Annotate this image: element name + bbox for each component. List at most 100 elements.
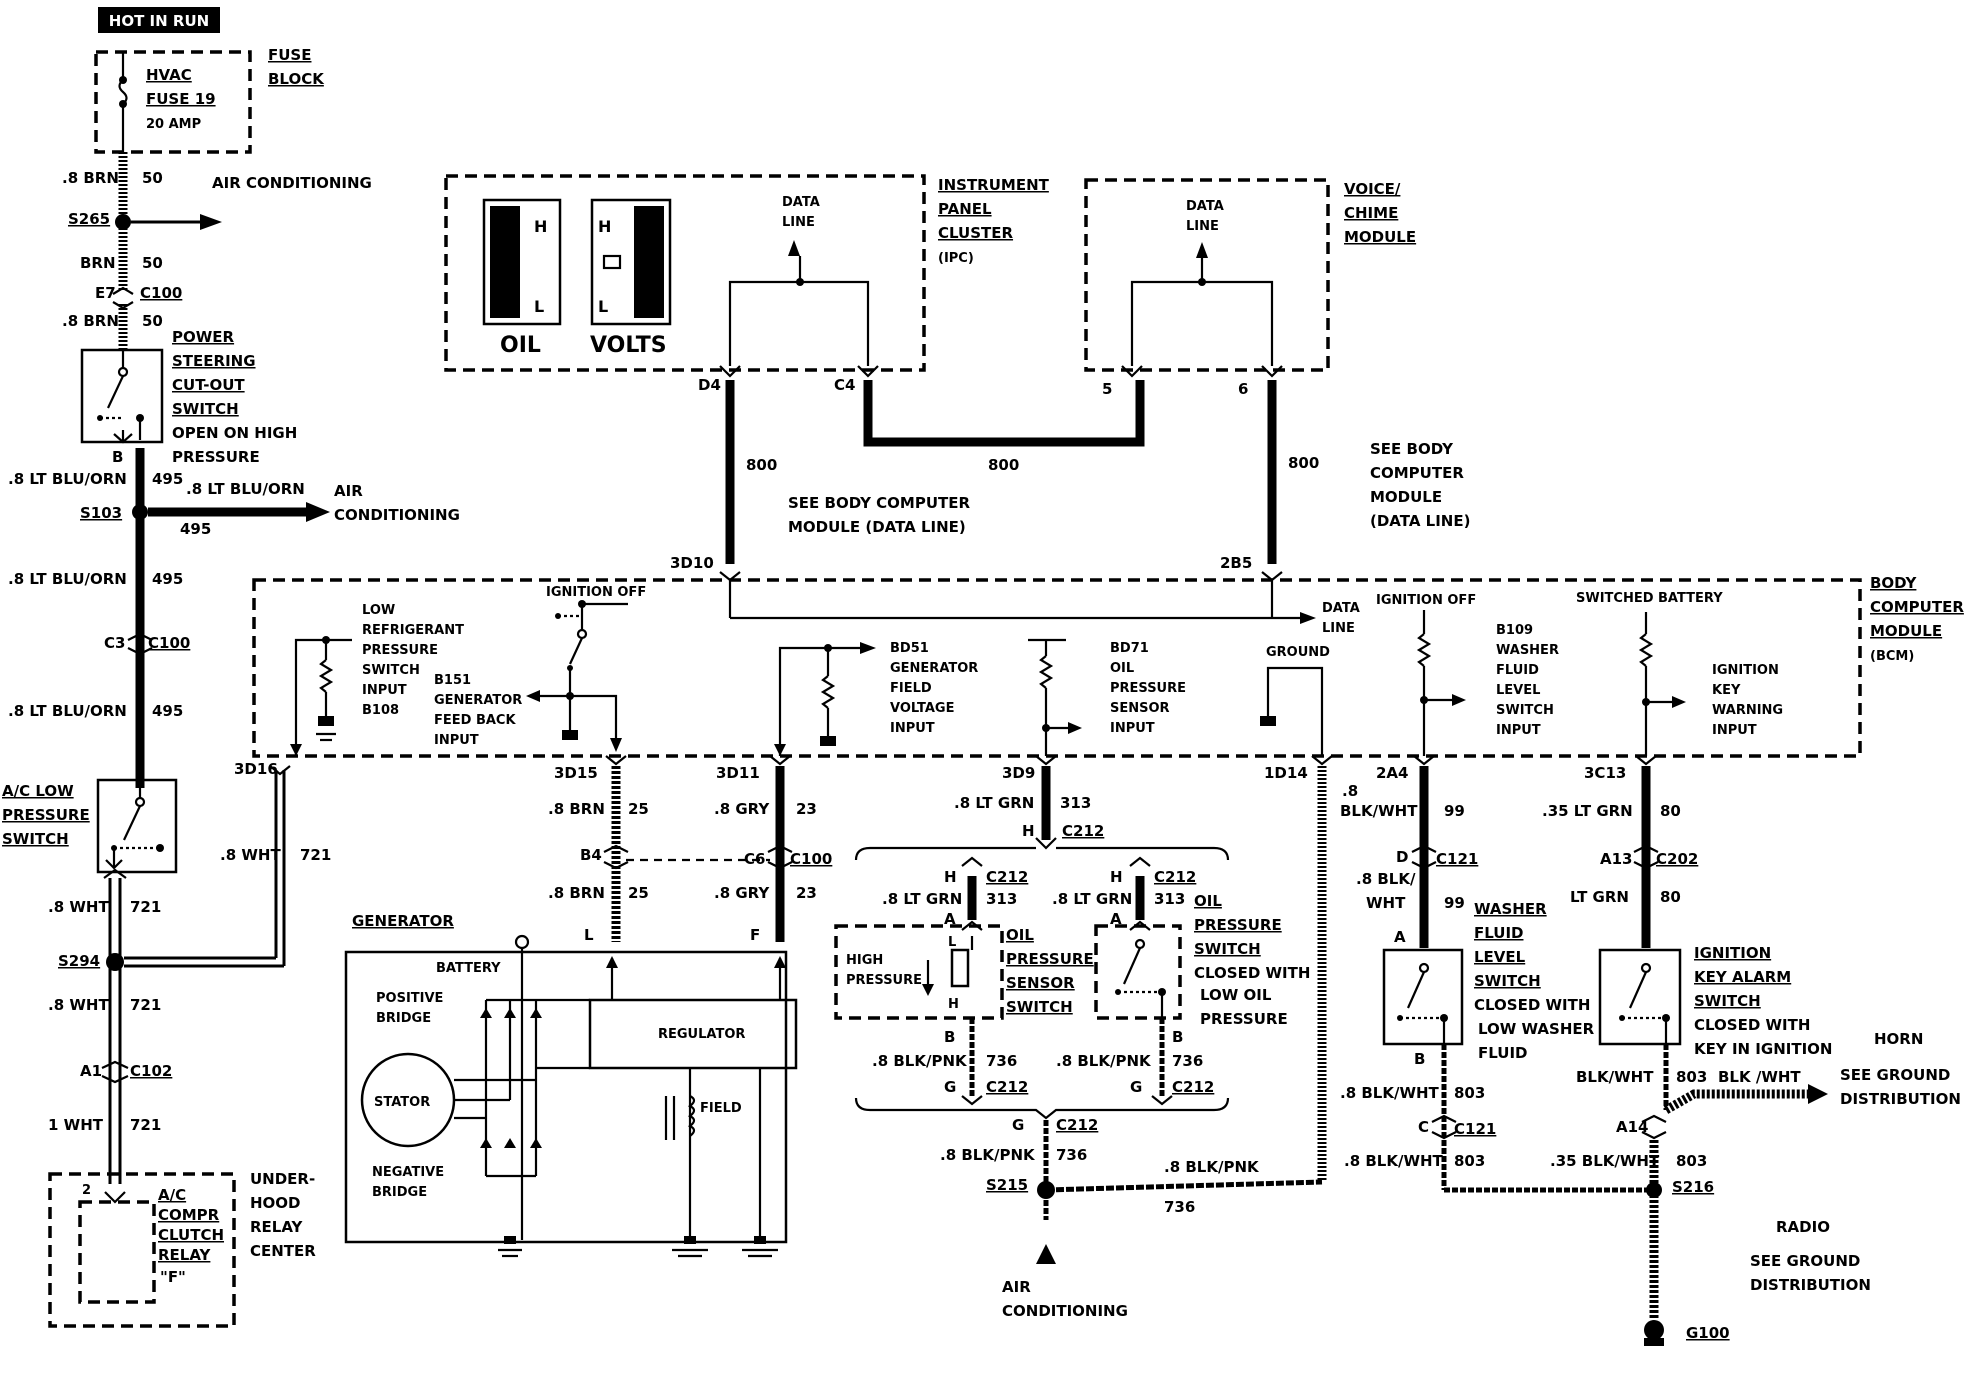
hot-in-run-header: HOT IN RUN bbox=[98, 7, 220, 33]
svg-text:BATTERY: BATTERY bbox=[436, 961, 501, 976]
svg-text:G: G bbox=[1130, 1078, 1142, 1096]
svg-text:C212: C212 bbox=[1056, 1116, 1098, 1134]
svg-text:.8 BLK/WHT: .8 BLK/WHT bbox=[1344, 1152, 1444, 1170]
underhood-relay-center: 2 A/C COMPR CLUTCH RELAY "F" UNDER- HOOD… bbox=[48, 1170, 316, 1328]
white-wire: .8 WHT 721 .8 WHT 721 S294 3D16 .8 WHT 7… bbox=[48, 760, 331, 1184]
svg-text:.8 BRN: .8 BRN bbox=[62, 312, 119, 330]
svg-text:INPUT: INPUT bbox=[890, 721, 935, 736]
svg-text:CLOSED WITH: CLOSED WITH bbox=[1194, 964, 1310, 982]
svg-text:.8 BRN: .8 BRN bbox=[548, 800, 605, 818]
svg-text:BLK/WHT: BLK/WHT bbox=[1576, 1068, 1654, 1086]
svg-text:E7: E7 bbox=[95, 284, 116, 302]
svg-text:PRESSURE: PRESSURE bbox=[846, 973, 922, 988]
svg-text:STEERING: STEERING bbox=[172, 352, 256, 370]
svg-text:721: 721 bbox=[130, 898, 161, 916]
svg-text:WHT: WHT bbox=[1366, 894, 1406, 912]
svg-text:.8 WHT: .8 WHT bbox=[220, 846, 281, 864]
svg-text:C100: C100 bbox=[790, 850, 832, 868]
svg-text:H: H bbox=[1110, 868, 1123, 886]
svg-text:REGULATOR: REGULATOR bbox=[658, 1027, 745, 1042]
svg-text:.8 BLK/WHT: .8 BLK/WHT bbox=[1340, 1084, 1440, 1102]
svg-text:OIL: OIL bbox=[500, 333, 541, 358]
ac-low-pressure-switch: A/C LOW PRESSURE SWITCH bbox=[2, 778, 178, 874]
svg-text:IGNITION: IGNITION bbox=[1712, 663, 1779, 678]
svg-text:1 WHT: 1 WHT bbox=[48, 1116, 104, 1134]
svg-text:.8 BLK/: .8 BLK/ bbox=[1356, 870, 1416, 888]
svg-text:DATA: DATA bbox=[782, 195, 820, 210]
svg-text:IGNITION OFF: IGNITION OFF bbox=[546, 585, 646, 600]
svg-text:LT GRN: LT GRN bbox=[1570, 888, 1629, 906]
svg-text:803: 803 bbox=[1676, 1152, 1707, 1170]
svg-text:A: A bbox=[944, 910, 956, 928]
svg-text:NEGATIVE: NEGATIVE bbox=[372, 1165, 444, 1180]
svg-text:KEY IN IGNITION: KEY IN IGNITION bbox=[1694, 1040, 1832, 1058]
svg-text:S103: S103 bbox=[80, 504, 122, 522]
svg-text:DATA: DATA bbox=[1186, 199, 1224, 214]
svg-text:KEY: KEY bbox=[1712, 683, 1741, 698]
svg-text:B4: B4 bbox=[580, 846, 602, 864]
svg-text:D: D bbox=[1396, 848, 1408, 866]
svg-text:A/C LOW: A/C LOW bbox=[2, 782, 74, 800]
svg-text:C121: C121 bbox=[1454, 1120, 1496, 1138]
volts-gauge: H L VOLTS bbox=[590, 198, 672, 358]
svg-text:SEE GROUND: SEE GROUND bbox=[1840, 1066, 1950, 1084]
svg-text:BRIDGE: BRIDGE bbox=[372, 1185, 427, 1200]
fuse-block-title-1: FUSE bbox=[268, 46, 311, 64]
svg-text:CENTER: CENTER bbox=[250, 1242, 316, 1260]
svg-text:5: 5 bbox=[1102, 380, 1112, 398]
svg-text:G: G bbox=[1012, 1116, 1024, 1134]
svg-text:F: F bbox=[750, 926, 760, 944]
svg-text:LOW: LOW bbox=[362, 603, 395, 618]
washer-fluid-circuit: .8 BLK/WHT 99 D C121 .8 BLK/ WHT 99 A WA… bbox=[1340, 766, 1654, 1193]
svg-text:SENSOR: SENSOR bbox=[1006, 974, 1075, 992]
svg-text:495: 495 bbox=[152, 570, 183, 588]
left-wire-column: .8 BRN 50 AIR CONDITIONING S265 BRN 50 E… bbox=[62, 152, 372, 350]
svg-text:WARNING: WARNING bbox=[1712, 703, 1783, 718]
svg-text:803: 803 bbox=[1676, 1068, 1707, 1086]
svg-text:495: 495 bbox=[180, 520, 211, 538]
svg-text:25: 25 bbox=[628, 884, 649, 902]
svg-text:25: 25 bbox=[628, 800, 649, 818]
svg-text:A: A bbox=[1394, 928, 1406, 946]
svg-text:313: 313 bbox=[1060, 794, 1091, 812]
svg-text:SWITCH: SWITCH bbox=[1006, 998, 1073, 1016]
svg-text:FIELD: FIELD bbox=[890, 681, 932, 696]
positive-bridge-diodes bbox=[480, 998, 590, 1176]
svg-text:C: C bbox=[1418, 1118, 1429, 1136]
svg-text:803: 803 bbox=[1454, 1152, 1485, 1170]
svg-text:.8 WHT: .8 WHT bbox=[48, 996, 109, 1014]
svg-text:CLUSTER: CLUSTER bbox=[938, 224, 1013, 242]
svg-text:LOW WASHER: LOW WASHER bbox=[1478, 1020, 1595, 1038]
svg-text:313: 313 bbox=[986, 890, 1017, 908]
svg-text:.8 BLK/PNK: .8 BLK/PNK bbox=[1164, 1158, 1260, 1176]
svg-text:SWITCH: SWITCH bbox=[1194, 940, 1261, 958]
svg-text:A1: A1 bbox=[80, 1062, 102, 1080]
svg-text:L: L bbox=[948, 935, 956, 950]
svg-text:LINE: LINE bbox=[782, 215, 815, 230]
svg-text:.8 BRN: .8 BRN bbox=[62, 169, 119, 187]
svg-text:736: 736 bbox=[1164, 1198, 1195, 1216]
svg-text:80: 80 bbox=[1660, 802, 1681, 820]
svg-text:SWITCHED BATTERY: SWITCHED BATTERY bbox=[1576, 591, 1723, 606]
svg-text:COMPUTER: COMPUTER bbox=[1370, 464, 1464, 482]
svg-text:VOLTS: VOLTS bbox=[590, 333, 667, 358]
svg-text:3D9: 3D9 bbox=[1002, 764, 1035, 782]
svg-text:SWITCH: SWITCH bbox=[1496, 703, 1554, 718]
svg-text:B: B bbox=[944, 1028, 955, 1046]
svg-text:L: L bbox=[598, 297, 608, 316]
splice-s294 bbox=[106, 953, 124, 971]
svg-text:HIGH: HIGH bbox=[846, 953, 883, 968]
svg-text:736: 736 bbox=[1056, 1146, 1087, 1164]
svg-text:BLK /WHT: BLK /WHT bbox=[1718, 1068, 1801, 1086]
svg-text:.8 LT BLU/ORN: .8 LT BLU/ORN bbox=[8, 570, 127, 588]
body-computer-module: BODY COMPUTER MODULE (BCM) DATA LINE LOW… bbox=[252, 574, 1964, 758]
svg-text:DATA: DATA bbox=[1322, 601, 1360, 616]
svg-text:MODULE: MODULE bbox=[1370, 488, 1442, 506]
splice-s265 bbox=[115, 214, 131, 230]
svg-text:RELAY: RELAY bbox=[250, 1218, 304, 1236]
svg-text:OIL: OIL bbox=[1006, 926, 1034, 944]
svg-text:S294: S294 bbox=[58, 952, 100, 970]
svg-text:GROUND: GROUND bbox=[1266, 645, 1330, 660]
svg-text:C202: C202 bbox=[1656, 850, 1698, 868]
fuse-name-1: HVAC bbox=[146, 66, 192, 84]
